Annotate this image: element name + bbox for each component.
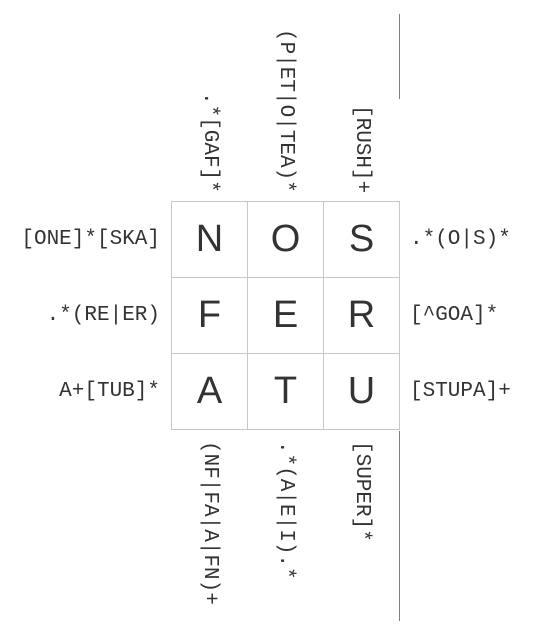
- clue-left-2: .*(RE|ER): [46, 304, 160, 327]
- accent-line-top: [399, 14, 400, 99]
- grid-cell[interactable]: T: [248, 354, 324, 430]
- clue-top-2: (P|ET|O|TEA)*: [274, 29, 297, 193]
- grid-cell[interactable]: S: [324, 202, 400, 278]
- grid-cell[interactable]: O: [248, 202, 324, 278]
- clue-right-1: .*(O|S)*: [410, 228, 511, 251]
- clue-bottom-3: [SUPER]*: [350, 441, 373, 542]
- grid-cell[interactable]: A: [172, 354, 248, 430]
- grid-cell[interactable]: U: [324, 354, 400, 430]
- clue-bottom-2: .*(A|E|I).*: [274, 441, 297, 580]
- clue-top-1: .*[GAF]*: [198, 92, 221, 193]
- clue-bottom-1: (NF|FA|A|FN)+: [198, 441, 221, 605]
- grid-cell[interactable]: E: [248, 278, 324, 354]
- clue-left-3: A+[TUB]*: [59, 380, 160, 403]
- clue-right-3: [STUPA]+: [410, 380, 511, 403]
- clue-left-1: [ONE]*[SKA]: [21, 228, 160, 251]
- grid-cell[interactable]: R: [324, 278, 400, 354]
- grid-cell[interactable]: F: [172, 278, 248, 354]
- letter-grid: N O S F E R A T U: [171, 201, 400, 430]
- grid-cell[interactable]: N: [172, 202, 248, 278]
- clue-top-3: [RUSH]+: [350, 104, 373, 193]
- clue-right-2: [^GOA]*: [410, 304, 499, 327]
- accent-line-bottom: [399, 431, 400, 621]
